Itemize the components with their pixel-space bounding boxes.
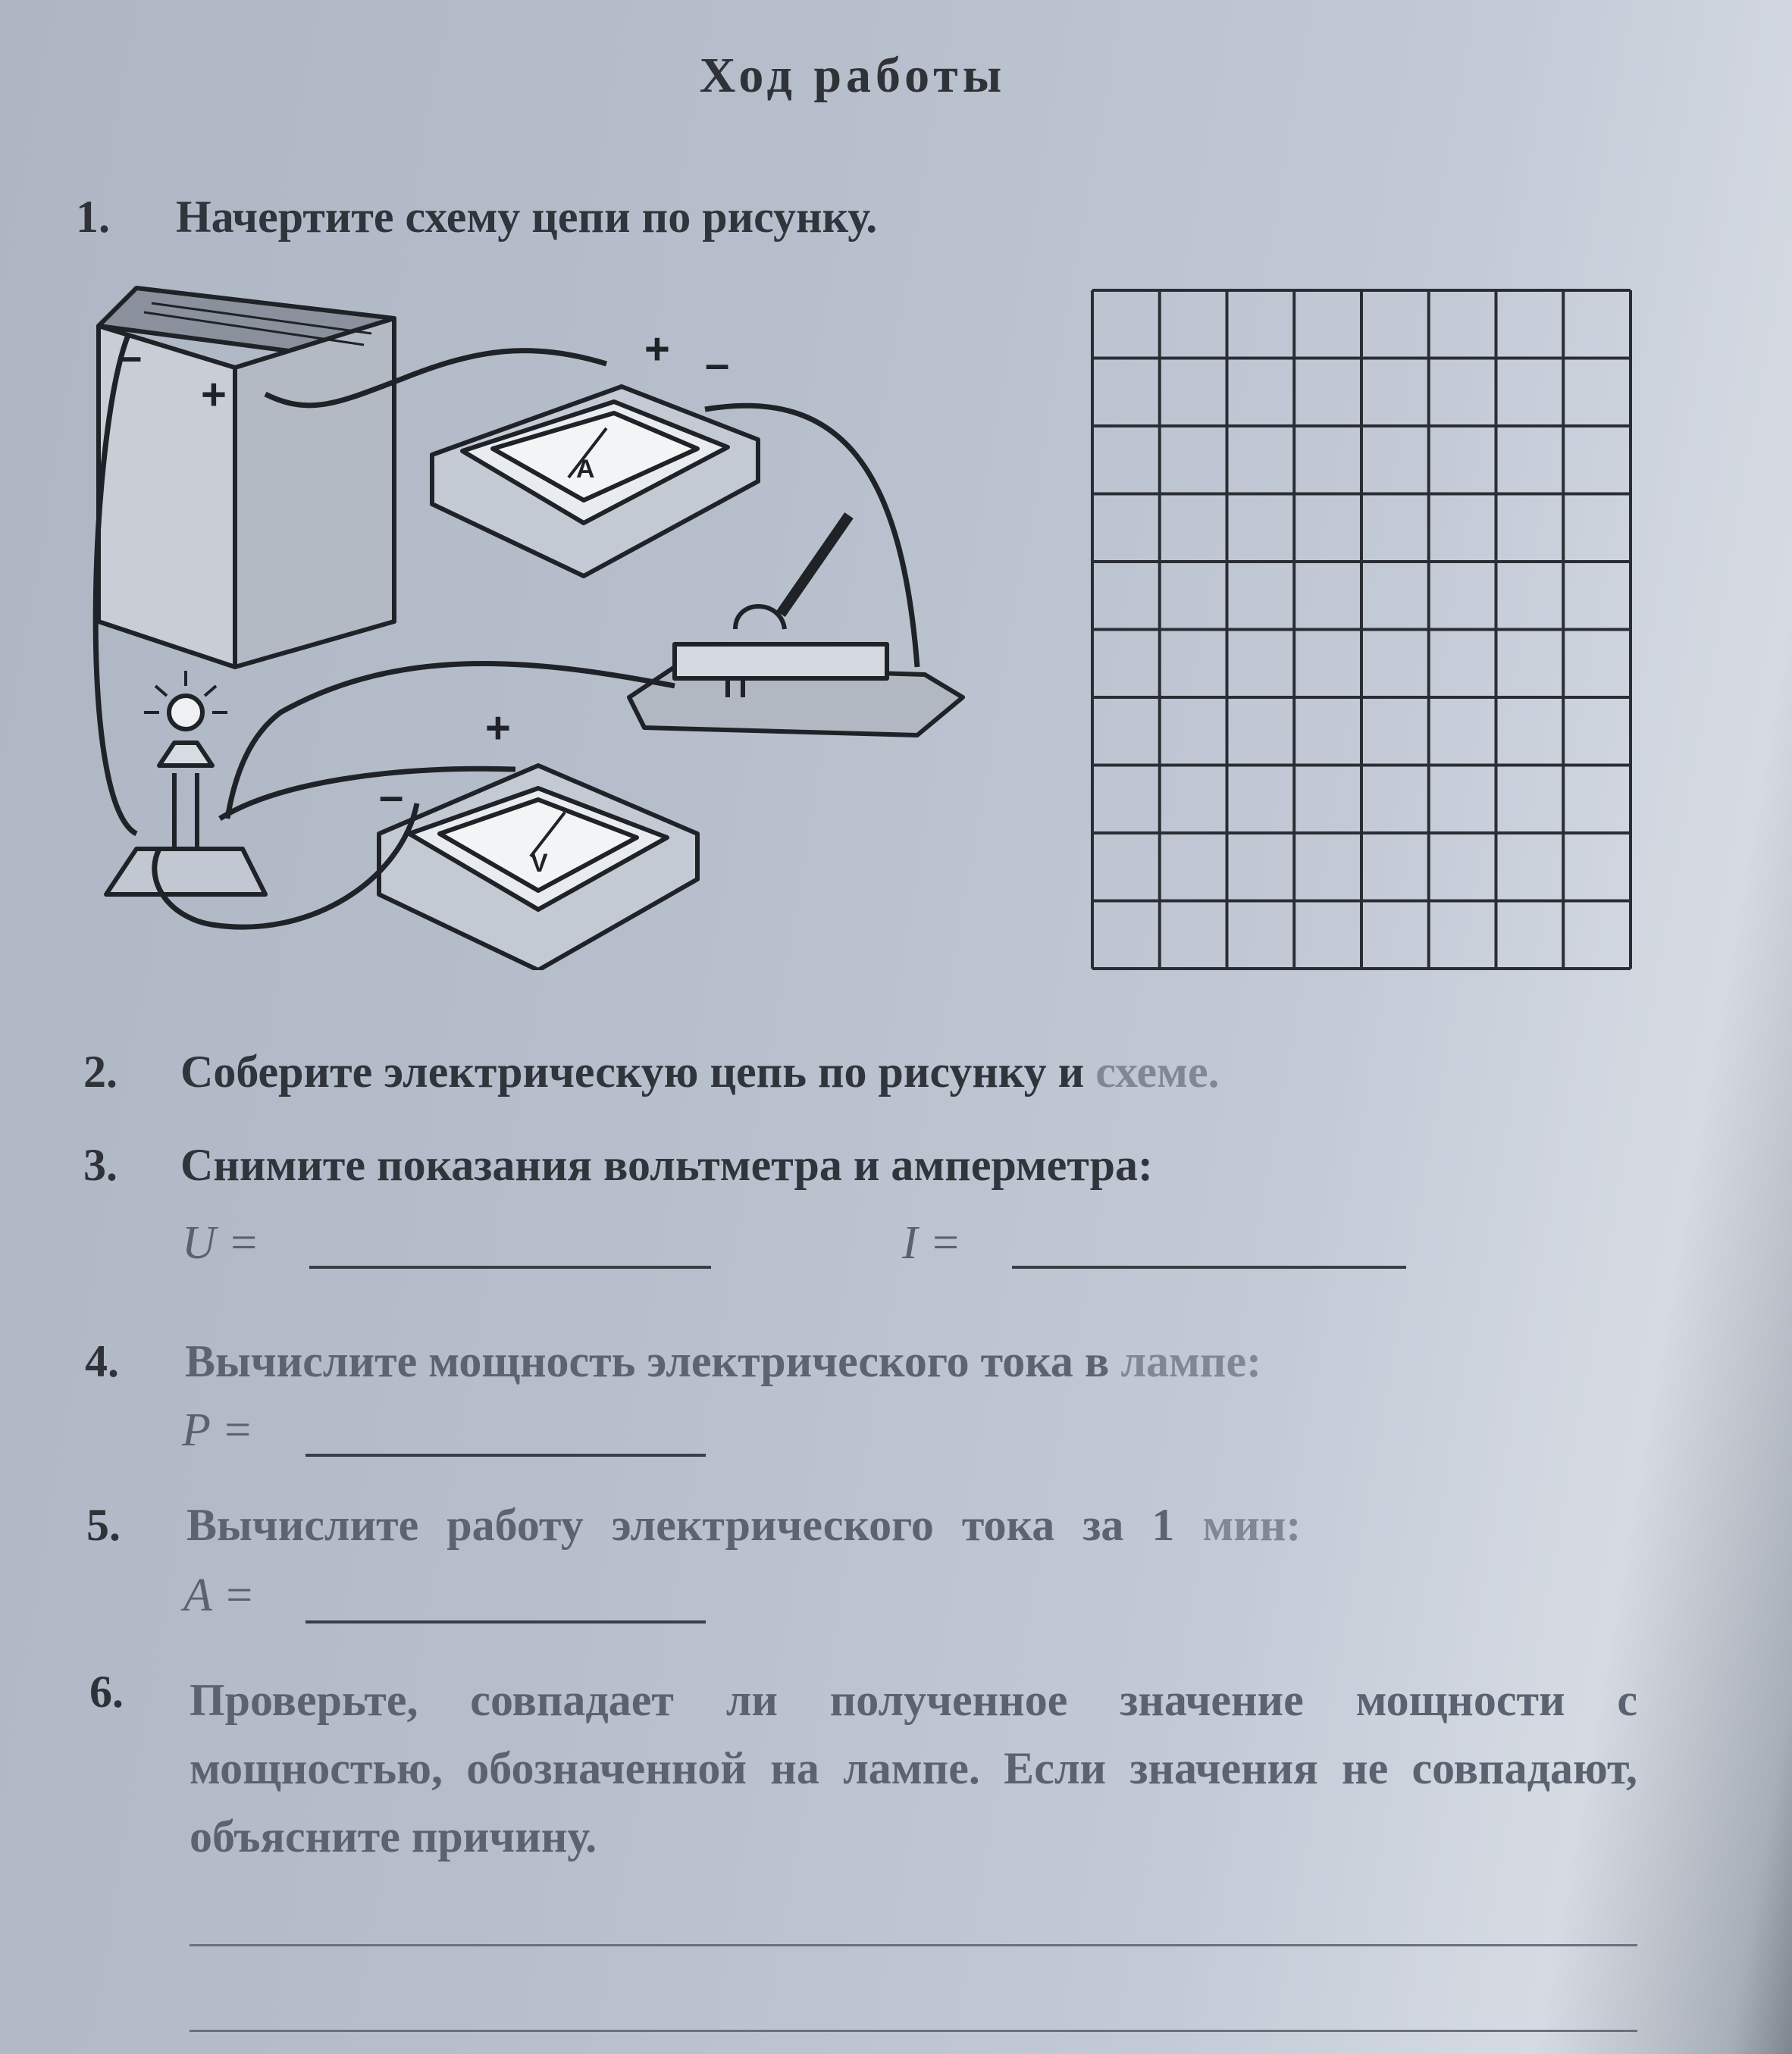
- task-4-text: Вычислите мощность электрического тока в…: [185, 1335, 1261, 1388]
- ammeter-letter: A: [576, 455, 595, 484]
- task-6-number: 6.: [89, 1667, 124, 1717]
- voltage-label: U =: [182, 1217, 260, 1269]
- ammeter-plus-label: +: [644, 324, 670, 374]
- task-4-number: 4.: [85, 1336, 119, 1386]
- power-label: P =: [182, 1404, 254, 1456]
- voltage-answer-field[interactable]: [309, 1266, 711, 1269]
- task-4-text-tail: лампе:: [1120, 1336, 1262, 1386]
- task-2-text-tail: схеме.: [1095, 1047, 1220, 1097]
- voltmeter-letter: V: [531, 849, 548, 878]
- voltmeter-minus-label: –: [379, 772, 403, 821]
- power-answer-field[interactable]: [305, 1454, 706, 1457]
- ammeter-minus-label: –: [705, 340, 729, 389]
- drawing-grid[interactable]: [1089, 286, 1634, 972]
- voltmeter-plus-label: +: [485, 703, 511, 753]
- task-5-number: 5.: [86, 1500, 121, 1550]
- battery-side: [233, 316, 396, 669]
- work-label: A =: [183, 1570, 255, 1621]
- page-title: Ход работы: [699, 48, 1007, 103]
- task-3-number: 3.: [83, 1140, 117, 1190]
- task-4-text-main: Вычислите мощность электрического тока в: [185, 1336, 1110, 1386]
- battery-minus-label: –: [117, 332, 142, 381]
- answer-line[interactable]: [190, 1944, 1637, 1946]
- task-2-text: Соберите электрическую цепь по рисунку и…: [180, 1046, 1220, 1098]
- task-3-text: Снимите показания вольтметра и амперметр…: [180, 1140, 1153, 1190]
- task-5-text-tail: мин:: [1202, 1500, 1302, 1550]
- task-1-number: 1.: [76, 192, 110, 242]
- worksheet-page: Ход работы 1. Начертите схему цепи по ри…: [76, 48, 1637, 2032]
- task-5-text: Вычислите работу электрического тока за …: [186, 1499, 1301, 1551]
- circuit-figure: + – + – + – A V: [92, 286, 965, 970]
- task-6-text: Проверьте, совпадает ли полученное значе…: [190, 1675, 1637, 1861]
- answer-line[interactable]: [190, 2030, 1637, 2032]
- current-label: I =: [902, 1217, 961, 1269]
- task-2-text-main: Соберите электрическую цепь по рисунку и: [180, 1047, 1085, 1097]
- task-2-number: 2.: [83, 1047, 117, 1097]
- task-5-text-main: Вычислите работу электрического тока за …: [186, 1500, 1175, 1550]
- task-1-text: Начертите схему цепи по рисунку.: [176, 192, 878, 242]
- lamp: [104, 671, 268, 897]
- current-answer-field[interactable]: [1012, 1266, 1406, 1269]
- work-answer-field[interactable]: [305, 1620, 706, 1623]
- battery-plus-label: +: [201, 370, 227, 419]
